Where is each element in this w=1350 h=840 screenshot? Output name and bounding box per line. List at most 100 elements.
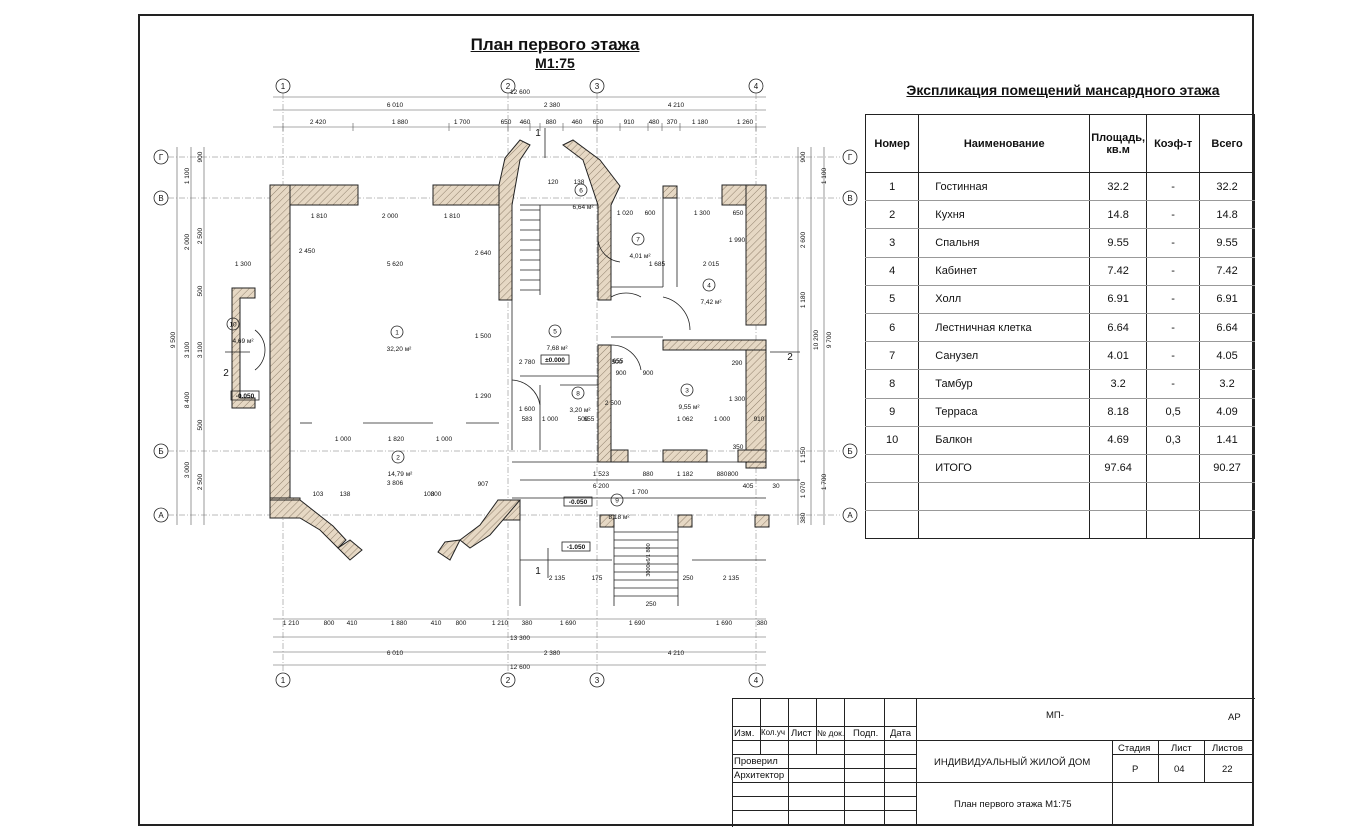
axis-bubble: [500, 78, 516, 94]
cell-coef: [1146, 454, 1201, 484]
wall: [562, 139, 621, 301]
dimension-label: 1 690: [629, 620, 646, 627]
dimension-label: 1 180: [800, 291, 807, 308]
header-name: Наименование: [918, 114, 1091, 173]
dimension-label: 500: [612, 359, 623, 366]
dimension-label: 1 260: [737, 119, 754, 126]
room-area: 9,55 м²: [678, 404, 700, 411]
dimension-label: 800: [728, 471, 739, 478]
level-box: [540, 354, 570, 365]
cell-coef: -: [1146, 341, 1201, 371]
dimension-label: 1 182: [677, 471, 694, 478]
cell-number: 9: [864, 398, 920, 427]
room-area: 4,01 м²: [629, 253, 651, 260]
cell-total: [1199, 482, 1255, 512]
section-mark: 1: [535, 566, 541, 577]
dimension-label: 8 400: [184, 391, 191, 408]
cell-coef: [1146, 510, 1201, 540]
header-total: Всего: [1199, 114, 1255, 173]
dimension-label: 103: [424, 491, 435, 498]
level-mark: -0.050: [569, 499, 588, 506]
cell-total: 14.8: [1199, 200, 1255, 230]
cell-area: 4.01: [1089, 341, 1148, 371]
dimension-label: 10 200: [813, 330, 820, 350]
dimension-label: 3 100: [184, 341, 191, 358]
dimension-label: 800: [431, 491, 442, 498]
dimension-label: 460: [572, 119, 583, 126]
room-number: 8: [576, 391, 580, 398]
room-number: 3: [685, 388, 689, 395]
dimension-label: 250: [646, 601, 657, 608]
wall: [337, 539, 363, 561]
wall: [459, 499, 522, 549]
room-marker: [391, 450, 405, 464]
section-mark: 2: [223, 368, 229, 379]
dimension-label: 1 990: [729, 237, 746, 244]
door-swing: [610, 344, 642, 371]
axis-letter: А: [158, 511, 164, 520]
dimension-label: 1 062: [677, 416, 694, 423]
cell-name: Гостинная: [918, 172, 1091, 202]
room-area: 14,79 м²: [388, 471, 414, 478]
dimension-label: 3 806: [387, 480, 404, 487]
axis-number: 2: [506, 82, 511, 91]
room-marker: [574, 183, 588, 197]
axis-bubble: [153, 443, 169, 459]
cell-number: 8: [864, 369, 920, 399]
dimension-label: 1 500: [475, 333, 492, 340]
door-swing: [597, 239, 621, 263]
room-number: 2: [396, 455, 400, 462]
wall: [662, 339, 767, 351]
dimension-label: 1 880: [392, 119, 409, 126]
header-coef: Коэф-т: [1146, 114, 1201, 173]
dimension-label: 9 500: [170, 331, 177, 348]
dimension-label: 1 020: [617, 210, 634, 217]
dimension-label: 1 700: [632, 489, 649, 496]
room-marker: [680, 383, 694, 397]
room-marker: [702, 278, 716, 292]
cell-area: 9.55: [1089, 228, 1148, 258]
dimension-label: 650: [733, 210, 744, 217]
dimension-label: 12 600: [510, 664, 530, 671]
room-area: 7,68 м²: [546, 345, 568, 352]
level-mark: ±0.000: [545, 357, 565, 364]
stamp-stage: Р: [1132, 764, 1139, 775]
dimension-label: 1 180: [692, 119, 709, 126]
cell-total: 32.2: [1199, 172, 1255, 202]
section-mark: 1: [535, 128, 541, 139]
axis-number: 4: [754, 82, 759, 91]
dimension-label: 1 210: [492, 620, 509, 627]
axis-bubble: [153, 190, 169, 206]
cell-coef: -: [1146, 285, 1201, 314]
wall: [754, 514, 770, 528]
dimension-label: 1 700: [821, 473, 828, 490]
room-area: 32,20 м²: [387, 346, 413, 353]
cell-coef: -: [1146, 257, 1201, 286]
axis-bubble: [748, 78, 764, 94]
wall: [745, 184, 767, 326]
room-area: 3,20 м²: [569, 407, 591, 414]
dimension-label: 500: [578, 416, 589, 423]
header-number: Номер: [864, 114, 920, 173]
cell-total: 4.05: [1199, 341, 1255, 371]
dimension-label: 650: [501, 119, 512, 126]
dimension-label: 1 880: [391, 620, 408, 627]
axis-bubble: [153, 507, 169, 523]
cell-coef: -: [1146, 172, 1201, 202]
wall: [599, 514, 615, 528]
dimension-label: 138: [574, 179, 585, 186]
cell-total: 6.91: [1199, 285, 1255, 314]
dimension-label: 1 000: [335, 436, 352, 443]
stamp-sheets-header: Листов: [1212, 743, 1243, 754]
cell-name: Спальня: [918, 228, 1091, 258]
dimension-label: 5 620: [387, 261, 404, 268]
dimension-label: 250: [683, 575, 694, 582]
door-swing: [610, 292, 642, 298]
dimension-label: 1 000: [436, 436, 453, 443]
stamp-sheet-title: План первого этажа М1:75: [954, 799, 1072, 810]
room-area: 4,69 м²: [232, 338, 254, 345]
